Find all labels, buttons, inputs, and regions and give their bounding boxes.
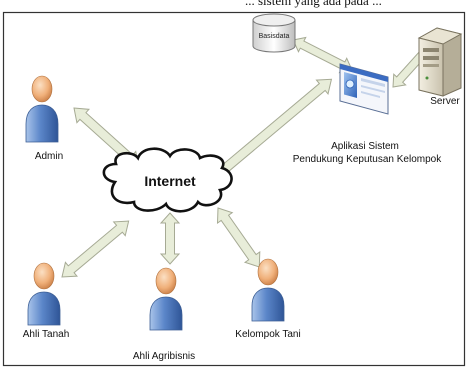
- internet-cloud-icon: [102, 147, 233, 213]
- application-label-line1: Aplikasi Sistem: [331, 141, 399, 152]
- arrow-ahli-agribisnis-internet: [159, 212, 181, 265]
- database-icon: [252, 13, 296, 53]
- cropped-header-text: ... sistem yang ada pada ...: [0, 0, 468, 9]
- ahli-tanah-person-icon: [27, 262, 61, 326]
- diagram-frame: [2, 11, 466, 367]
- header-text: ... sistem yang ada pada ...: [245, 0, 382, 8]
- database-label: Basisdata: [259, 33, 290, 40]
- ahli-agribisnis-label: Ahli Agribisnis: [133, 351, 195, 362]
- server-icon: [417, 27, 463, 97]
- arrow-ahli-tanah-internet: [61, 220, 130, 278]
- application-label-line2: Pendukung Keputusan Kelompok: [293, 154, 442, 165]
- arrow-internet-application: [214, 78, 333, 178]
- admin-label: Admin: [35, 151, 63, 162]
- kelompok-tani-label: Kelompok Tani: [235, 329, 300, 340]
- ahli-agribisnis-person-icon: [149, 267, 183, 331]
- arrow-kelompok-tani-internet: [216, 207, 261, 268]
- server-label: Server: [430, 96, 460, 107]
- ahli-tanah-label: Ahli Tanah: [23, 329, 70, 340]
- application-window-icon: [339, 63, 389, 115]
- admin-person-icon: [25, 75, 59, 143]
- internet-label: Internet: [144, 173, 196, 189]
- kelompok-tani-person-icon: [251, 258, 285, 322]
